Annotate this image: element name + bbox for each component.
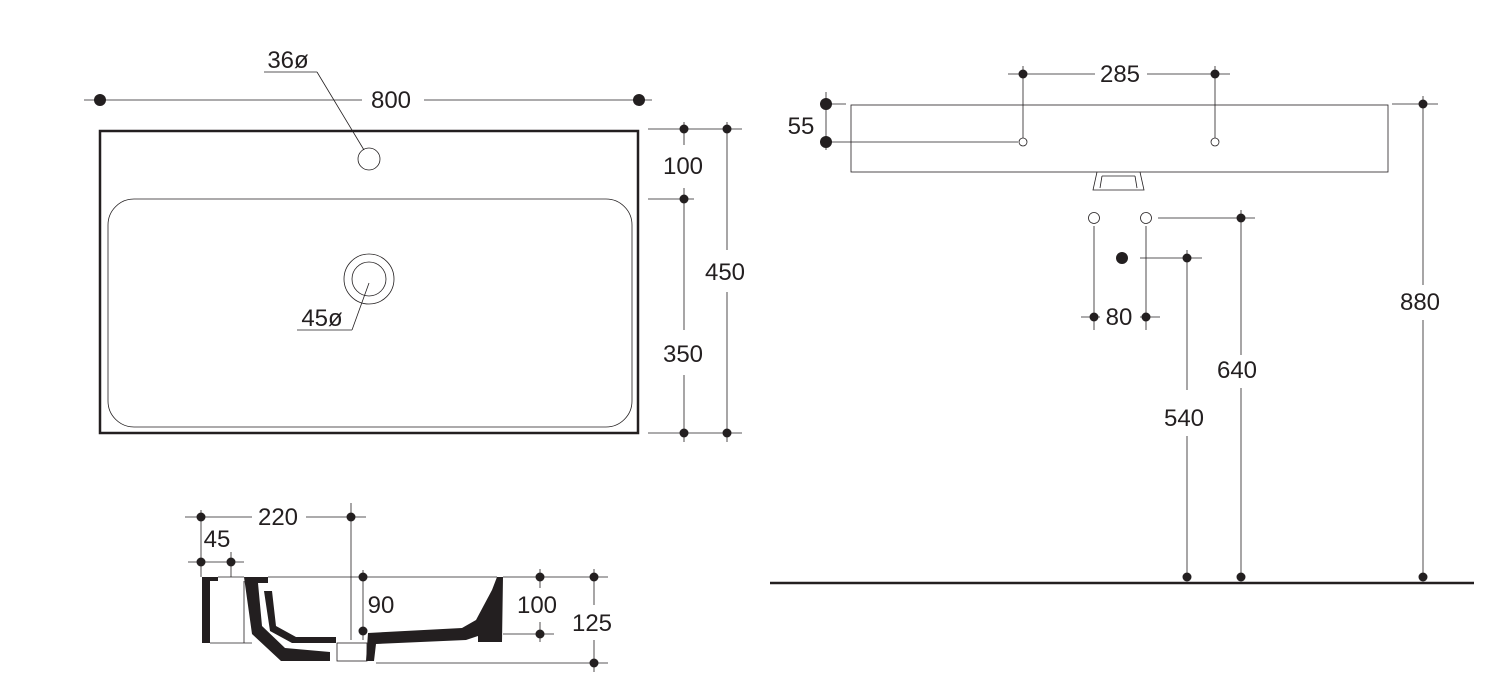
waste-hole-outer (343, 253, 395, 305)
bowl-outline (107, 198, 633, 428)
dim-top-height: 880 (1400, 289, 1440, 316)
dim-waste-hole: 45ø (301, 305, 343, 332)
dim-width: 800 (371, 87, 411, 114)
waste-hole-inner (351, 261, 387, 297)
waste-outlet (1092, 171, 1145, 191)
dim-front-height: 55 (788, 113, 815, 140)
section-bowl-floor (264, 591, 336, 643)
dim-waste-spacing: 80 (1106, 304, 1133, 331)
dim-rim-depth: 100 (663, 153, 703, 180)
section-view: 220 45 90 100 125 (185, 503, 612, 672)
front-view: 285 55 80 640 540 (770, 61, 1474, 585)
section-left-wall (202, 577, 218, 643)
dim-depth: 450 (705, 259, 745, 286)
dim-waste-height: 540 (1164, 405, 1204, 432)
section-right-floor (366, 577, 503, 661)
basin-front (850, 104, 1389, 173)
dim-bowl-height: 90 (368, 592, 395, 619)
section-body (244, 577, 330, 661)
basin-outline (98, 129, 640, 435)
dim-rim-height: 100 (517, 592, 557, 619)
dim-tap-spacing: 285 (1100, 61, 1140, 88)
tap-hole (357, 147, 381, 171)
dim-supply-height: 640 (1217, 357, 1257, 384)
dim-wall-thickness: 45 (204, 526, 231, 553)
dim-tap-hole: 36ø (267, 47, 309, 74)
dim-waste-offset: 220 (258, 504, 298, 531)
plan-view: 800 36ø 45ø 100 350 450 (84, 47, 745, 442)
dim-bowl-depth: 350 (663, 341, 703, 368)
dim-overall-height: 125 (572, 610, 612, 637)
